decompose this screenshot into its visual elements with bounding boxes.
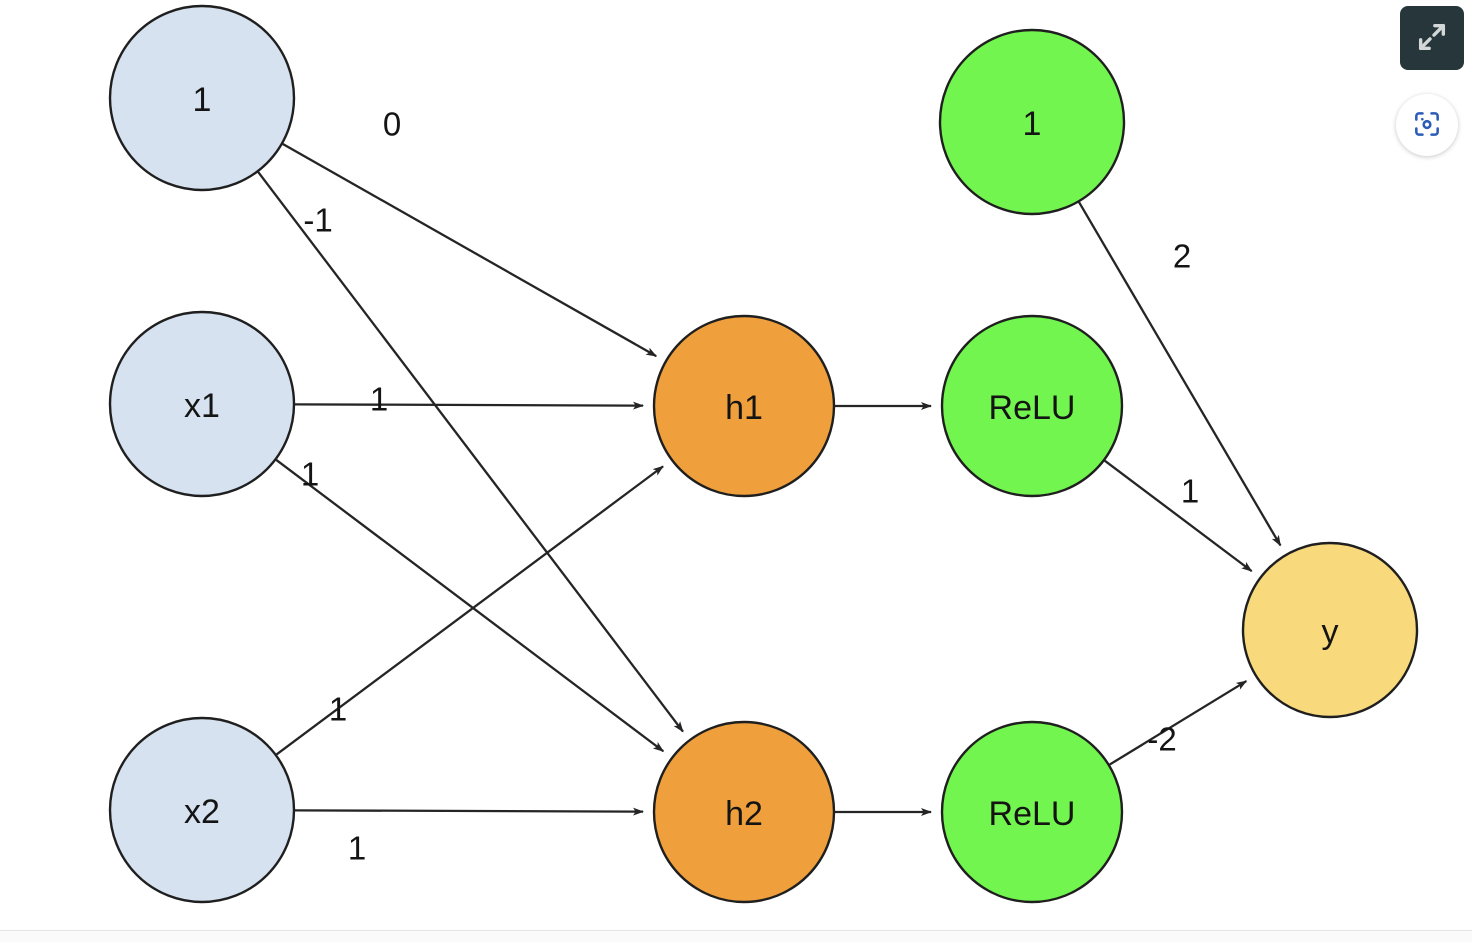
node-label-h1: h1 <box>725 389 763 427</box>
edge-weight-relu1-y: 1 <box>1181 473 1199 510</box>
edge-weight-relu2-y: -2 <box>1147 721 1176 758</box>
edge-bias1-h2 <box>257 171 684 733</box>
edge-bias1-h1 <box>282 142 658 358</box>
node-bias1[interactable]: 1 <box>108 4 296 192</box>
edge-weight-bias2-y: 2 <box>1173 238 1191 275</box>
node-label-x1: x1 <box>184 387 220 425</box>
edge-relu2-y <box>1109 680 1248 766</box>
node-label-x2: x2 <box>184 793 220 831</box>
nodes-group: 1 x1 x2 h1 h2 ReLU ReLU 1 y <box>108 4 1419 904</box>
edge-labels-group: 0 -1 1 1 1 1 2 1 -2 <box>301 106 1199 867</box>
edge-weight-x1-h1: 1 <box>370 381 388 418</box>
node-label-h2: h2 <box>725 795 763 833</box>
node-circle-bias1 <box>108 4 296 192</box>
edge-weight-x1-h2: 1 <box>301 456 319 493</box>
edge-x2-h2 <box>294 807 645 816</box>
bottom-divider <box>0 930 1472 931</box>
edge-relu1-y <box>1104 459 1253 573</box>
node-circle-relu2 <box>940 720 1124 904</box>
edges-group <box>257 142 1282 816</box>
edge-weight-x2-h2: 1 <box>348 830 366 867</box>
node-relu2[interactable]: ReLU <box>940 720 1124 904</box>
edge-weight-x2-h1: 1 <box>329 691 347 728</box>
node-circle-x1 <box>108 310 296 498</box>
node-circle-relu1 <box>940 314 1124 498</box>
node-h1[interactable]: h1 <box>652 314 836 498</box>
node-label-relu1: ReLU <box>989 389 1076 427</box>
edge-x1-h2 <box>275 459 665 753</box>
node-y[interactable]: y <box>1241 541 1419 719</box>
expand-icon <box>1415 20 1449 57</box>
node-x2[interactable]: x2 <box>108 716 296 904</box>
node-label-relu2: ReLU <box>989 795 1076 833</box>
bottom-strip <box>0 931 1472 942</box>
node-label-y: y <box>1322 613 1339 651</box>
node-circle-x2 <box>108 716 296 904</box>
google-lens-icon <box>1411 108 1443 143</box>
lens-button[interactable] <box>1396 94 1458 156</box>
edge-x2-h1 <box>275 465 664 756</box>
expand-button[interactable] <box>1400 6 1464 70</box>
node-circle-bias2 <box>938 28 1126 216</box>
node-label-bias2: 1 <box>1023 105 1042 143</box>
node-circle-h2 <box>652 720 836 904</box>
node-relu1[interactable]: ReLU <box>940 314 1124 498</box>
edge-weight-bias1-h2: -1 <box>303 202 332 239</box>
node-bias2[interactable]: 1 <box>938 28 1126 216</box>
node-circle-h1 <box>652 314 836 498</box>
node-h2[interactable]: h2 <box>652 720 836 904</box>
edge-bias2-y <box>1078 201 1282 547</box>
node-x1[interactable]: x1 <box>108 310 296 498</box>
edge-x1-h1 <box>294 401 645 410</box>
edge-weight-bias1-h1: 0 <box>383 106 401 143</box>
node-circle-y <box>1241 541 1419 719</box>
node-label-bias1: 1 <box>193 81 212 119</box>
